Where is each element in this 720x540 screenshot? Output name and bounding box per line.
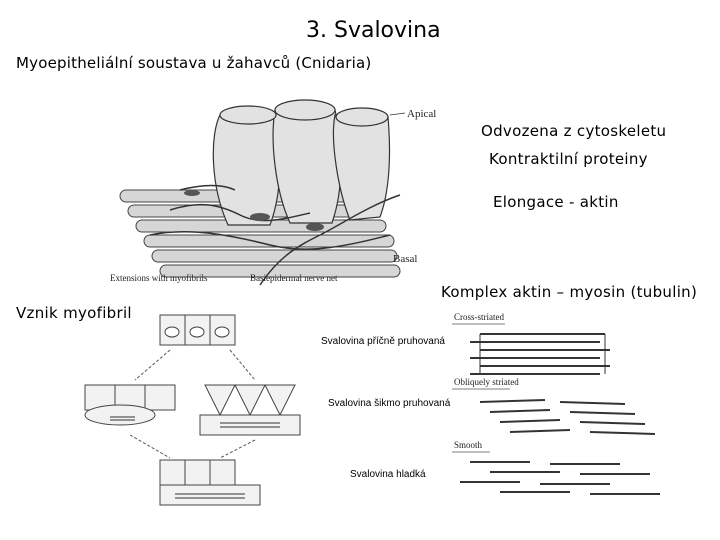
label-basal: Basal bbox=[393, 253, 417, 265]
slide-title: 3. Svalovina bbox=[306, 18, 441, 43]
note-cytoskeleton: Odvozena z cytoskeletu bbox=[481, 122, 667, 140]
note-actin: Elongace - aktin bbox=[493, 193, 619, 211]
slide-subtitle: Myoepitheliální soustava u žahavců (Cnid… bbox=[16, 54, 372, 72]
label-smooth: Smooth bbox=[454, 440, 483, 450]
label-cross-striated: Cross-striated bbox=[454, 312, 504, 322]
myofibril-development-figure bbox=[84, 314, 301, 506]
myoepithelium-figure: Apical Basal Extensions with myofibrils … bbox=[110, 99, 436, 286]
label-nerve-net: Basiepidermal nerve net bbox=[250, 273, 338, 283]
label-extensions: Extensions with myofibrils bbox=[110, 273, 208, 283]
striation-figure: Cross-striated Obliquely striated Smooth bbox=[452, 312, 660, 495]
caption-obliquely-striated: Svalovina šikmo pruhovaná bbox=[328, 398, 451, 409]
caption-cross-striated: Svalovina příčně pruhovaná bbox=[321, 336, 445, 347]
label-obliquely-striated: Obliquely striated bbox=[454, 377, 519, 387]
note-myofibrils: Vznik myofibril bbox=[16, 304, 132, 322]
note-proteins: Kontraktilní proteiny bbox=[489, 150, 648, 168]
caption-smooth: Svalovina hladká bbox=[350, 469, 426, 480]
note-complex: Komplex aktin – myosin (tubulin) bbox=[441, 283, 698, 301]
label-apical: Apical bbox=[407, 108, 436, 120]
